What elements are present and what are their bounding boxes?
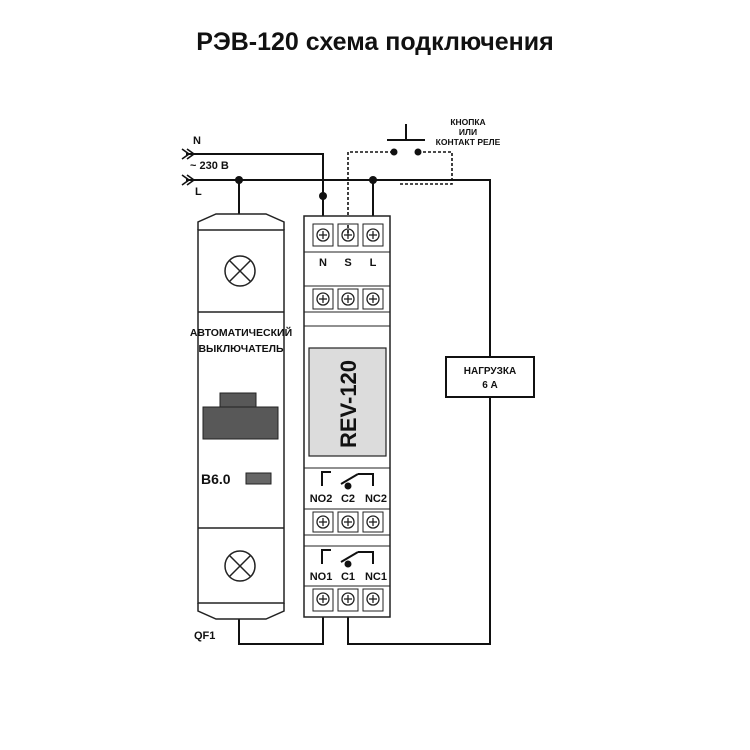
terminal-c1: C1 [341,571,355,583]
breaker-label-line2: ВЫКЛЮЧАТЕЛЬ [198,343,284,355]
relay-display [308,347,387,457]
terminal-nc2: NC2 [365,493,387,505]
bottom-indicator-icon [224,550,256,582]
load-label: НАГРУЗКА [464,366,516,377]
line-label: L [195,186,202,198]
contact-symbol-1 [321,549,374,568]
circuit-breaker [197,213,285,620]
relay-model: REV-120 [336,360,361,448]
terminal-s: S [344,257,351,269]
button-label-line3: КОНТАКТ РЕЛЕ [436,137,501,147]
terminal-no1: NO1 [310,571,333,583]
top-indicator-icon [224,255,256,287]
breaker-label-line1: АВТОМАТИЧЕСКИЙ [190,326,292,339]
load-box [445,356,535,398]
load-current: 6 А [482,380,498,391]
supply-arrows [181,148,196,186]
terminal-nc1: NC1 [365,571,387,583]
contact-symbol-2 [321,471,374,490]
page-title: РЭВ-120 схема подключения [196,28,554,56]
breaker-designator: QF1 [194,630,215,642]
neutral-label: N [193,135,201,147]
terminal-l: L [370,257,377,269]
line-wire [186,179,491,645]
terminal-no2: NO2 [310,493,333,505]
breaker-output-wire [238,598,324,645]
voltage-label: ~ 230 В [190,160,229,172]
button-label-line1: КНОПКА [450,117,485,127]
terminal-n: N [319,257,327,269]
button-label-line2: ИЛИ [459,127,477,137]
relay-module [303,215,391,618]
button-contact [347,124,453,225]
breaker-rating: B6.0 [201,471,231,487]
terminal-c2: C2 [341,493,355,505]
